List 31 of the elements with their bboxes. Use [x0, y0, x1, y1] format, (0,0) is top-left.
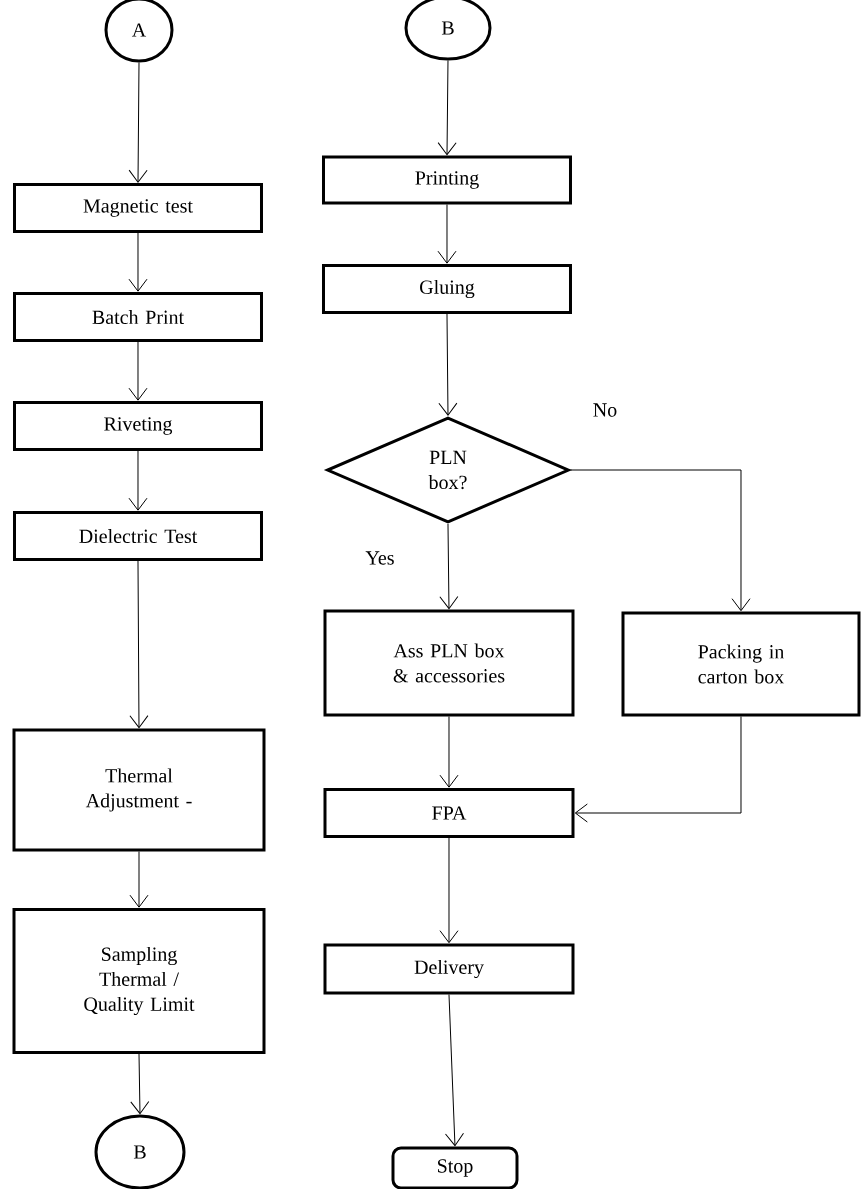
process-box: Dielectric Test [13, 511, 263, 561]
terminal-box: Stop [391, 1146, 519, 1189]
process-box: Ass PLN box & accessories [323, 609, 575, 717]
process-box: Packing in carton box [621, 611, 861, 717]
process-box: Sampling Thermal / Quality Limit [12, 908, 266, 1054]
process-box: Magnetic test [13, 183, 263, 233]
arrow [128, 232, 148, 292]
process-box: Batch Print [13, 292, 263, 342]
edge-label: Yes [364, 550, 396, 566]
arrow [437, 60, 457, 156]
edge-label: No [591, 402, 619, 418]
arrow [439, 523, 459, 610]
process-box: Printing [322, 155, 572, 205]
process-box: Gluing [322, 264, 572, 314]
process-box: Riveting [13, 401, 263, 451]
arrow [574, 716, 742, 823]
process-box: FPA [323, 788, 575, 838]
arrow [128, 62, 148, 183]
arrow [129, 560, 149, 729]
arrow [570, 469, 751, 612]
process-box: Delivery [323, 943, 575, 995]
process-box: Thermal Adjustment - [12, 728, 266, 852]
arrow [128, 341, 148, 401]
arrow [128, 450, 148, 511]
arrow [445, 994, 464, 1147]
arrow [439, 716, 459, 788]
arrow [437, 204, 457, 264]
arrow [129, 851, 149, 908]
arrow [130, 1053, 150, 1115]
arrow [439, 837, 459, 944]
arrow [438, 313, 458, 416]
